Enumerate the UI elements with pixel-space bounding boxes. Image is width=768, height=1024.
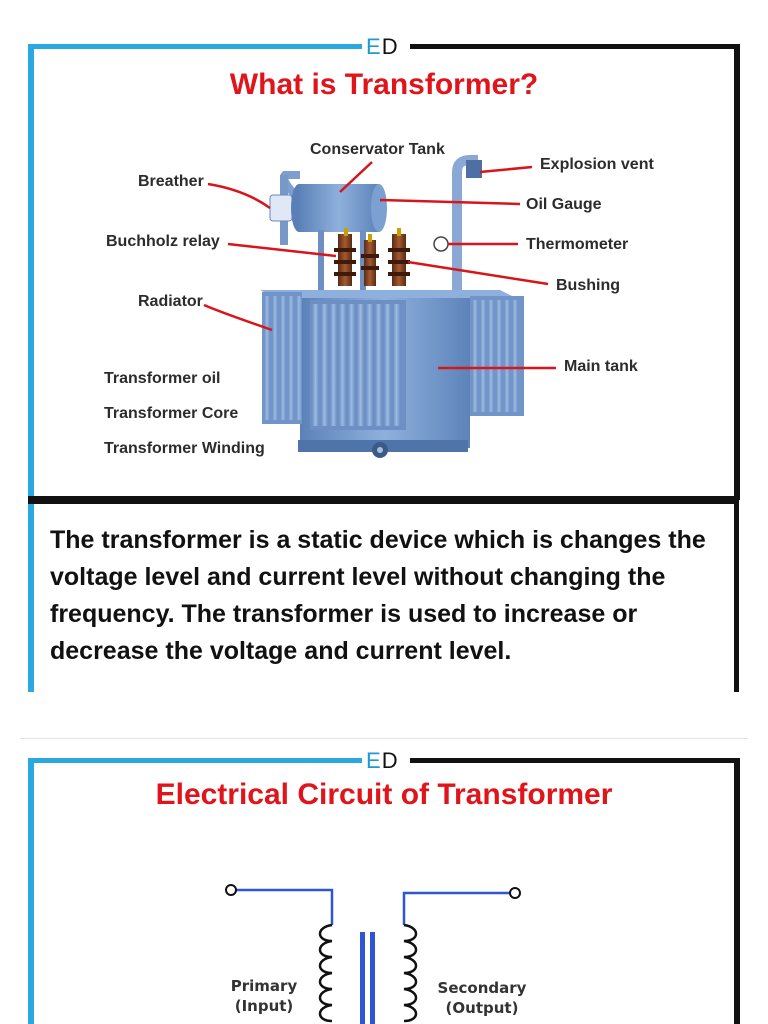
primary-terminal-icon [225,884,237,896]
label-buchholz-relay: Buchholz relay [106,233,220,250]
secondary-terminal-icon [509,887,521,899]
label-transformer-oil: Transformer oil [104,370,221,387]
label-thermometer: Thermometer [526,236,629,253]
brand-logo: ED [366,34,399,59]
page-title: What is Transformer? [229,68,539,101]
primary-label: Primary (Input) [230,977,298,1015]
frame-top-black [410,44,738,49]
frame-right-black-lower [734,500,739,692]
label-conservator-tank: Conservator Tank [310,141,445,158]
frame-top-blue [28,44,362,49]
transformer-illustration [260,155,524,458]
brand-logo-2: ED [366,748,399,773]
frame-left-blue [28,44,34,692]
circuit-title: Electrical Circuit of Transformer [155,778,613,811]
label-main-tank: Main tank [564,358,638,375]
label-explosion-vent: Explosion vent [540,156,654,173]
label-oil-gauge: Oil Gauge [526,196,602,213]
transformer-description: The transformer is a static device which… [50,526,706,665]
label-radiator: Radiator [138,293,203,310]
label-transformer-winding: Transformer Winding [104,440,265,457]
label-transformer-core: Transformer Core [104,405,239,422]
leader-lines [203,161,556,370]
label-breather: Breather [138,173,204,190]
frame2-left-blue [28,758,34,1024]
frame2-top-black [410,758,738,763]
frame2-top-blue [28,758,362,763]
label-bushing: Bushing [556,277,620,294]
frame-divider-black [28,496,738,504]
section-divider [20,738,748,739]
frame2-right-black [734,758,740,1024]
frame-right-black [734,44,740,500]
secondary-label: Secondary (Output) [437,979,527,1017]
